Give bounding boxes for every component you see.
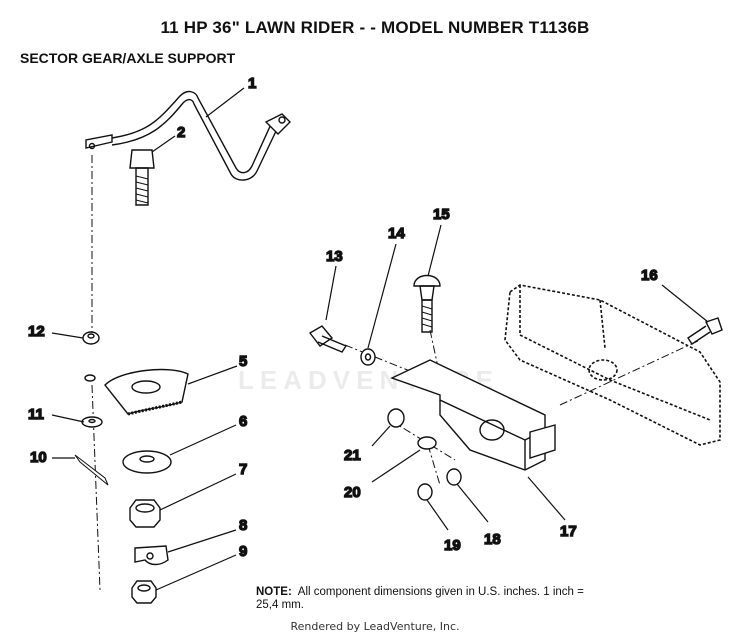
- washer-hole: [364, 353, 372, 361]
- nut-part-21: [387, 408, 405, 428]
- callout-10: 10: [30, 449, 47, 466]
- clip-part-8: [134, 545, 169, 566]
- note-label: NOTE:: [256, 586, 292, 598]
- flat-washer-part-6: [122, 450, 172, 474]
- assembly-axis-line: [91, 155, 101, 591]
- callout-16: 16: [641, 267, 658, 284]
- bolt-part-16: [687, 317, 723, 345]
- callout-2: 2: [177, 124, 185, 141]
- washer-part-11: [81, 416, 103, 428]
- page-title: 11 HP 36" LAWN RIDER - - MODEL NUMBER T1…: [160, 18, 590, 37]
- clip-hole: [146, 552, 154, 560]
- section-subtitle: SECTOR GEAR/AXLE SUPPORT: [20, 50, 236, 66]
- nut-part-7: [129, 499, 161, 528]
- front-axle-outline: [504, 284, 721, 446]
- nut-part-18: [446, 468, 462, 486]
- carriage-bolt-part-15: [413, 274, 441, 333]
- callout-5: 5: [239, 353, 247, 370]
- callout-11: 11: [28, 406, 44, 423]
- callout-8: 8: [239, 517, 247, 534]
- bolt-part: [129, 149, 155, 206]
- callout-6: 6: [239, 413, 247, 430]
- rendered-by-footer: Rendered by LeadVenture, Inc.: [290, 620, 460, 633]
- callout-14: 14: [388, 225, 405, 242]
- callout-18: 18: [484, 531, 501, 548]
- drag-link-part: [85, 90, 291, 181]
- callout-12: 12: [28, 323, 45, 340]
- callout-1: 1: [248, 75, 256, 92]
- callout-17: 17: [560, 523, 577, 540]
- sector-gear-part: [84, 368, 189, 416]
- callout-leaders: [51, 87, 709, 591]
- callout-13: 13: [326, 248, 343, 265]
- callout-21: 21: [344, 447, 361, 464]
- callout-19: 19: [444, 537, 461, 554]
- nut-part-19: [417, 483, 433, 501]
- axle-support-bracket-part-17: [390, 359, 556, 471]
- callout-20: 20: [344, 484, 361, 501]
- callout-15: 15: [433, 206, 450, 223]
- part-10-shape: [74, 454, 109, 486]
- dimension-note: NOTE:All component dimensions given in U…: [256, 586, 596, 612]
- nut-part-12: [82, 331, 100, 345]
- washer-part-14: [360, 348, 376, 366]
- nut-part-20: [417, 436, 437, 450]
- callout-7: 7: [239, 461, 247, 478]
- callout-9: 9: [239, 543, 247, 560]
- note-text: All component dimensions given in U.S. i…: [256, 586, 584, 611]
- nut-part-9: [131, 580, 157, 604]
- bolt-part-13: [308, 325, 348, 353]
